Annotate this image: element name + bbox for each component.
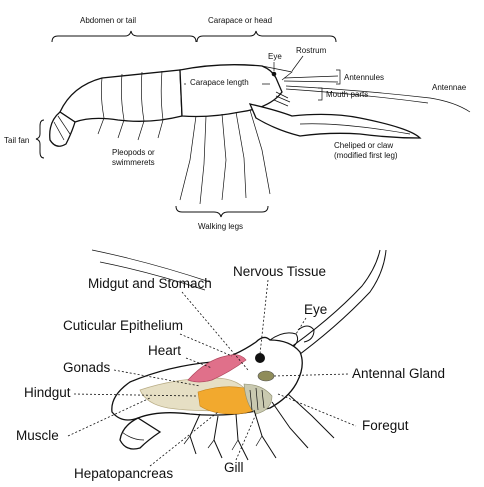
eye-dot	[272, 72, 277, 77]
label-carapace-length: Carapace length	[190, 78, 249, 87]
label-walking-legs: Walking legs	[198, 222, 243, 231]
label-cuticular-epithelium: Cuticular Epithelium	[63, 318, 183, 333]
label-gill: Gill	[224, 460, 244, 475]
label-muscle: Muscle	[16, 428, 59, 443]
label-abdomen: Abdomen or tail	[80, 16, 136, 25]
label-cheliped-2: (modified first leg)	[334, 151, 398, 160]
label-gonads: Gonads	[63, 360, 111, 375]
abdomen-outline	[60, 70, 182, 122]
label-foregut: Foregut	[362, 418, 409, 433]
cheliped-outline	[250, 104, 420, 138]
label-midgut-stomach: Midgut and Stomach	[88, 276, 212, 291]
label-carapace-head: Carapace or head	[208, 16, 272, 25]
label-hindgut: Hindgut	[24, 385, 71, 400]
label-nervous-tissue: Nervous Tissue	[233, 264, 326, 279]
label-pleopods-1: Pleopods or	[112, 148, 155, 157]
carapace-brace	[197, 31, 336, 42]
walking-legs-brace	[176, 206, 268, 217]
label-cheliped-1: Cheliped or claw	[334, 141, 393, 150]
label-mouth-parts: Mouth parts	[326, 90, 368, 99]
label-eye-internal: Eye	[304, 302, 327, 317]
tail-fan-brace	[36, 120, 44, 158]
label-rostrum: Rostrum	[296, 46, 327, 55]
tail-outline	[120, 418, 160, 449]
label-antennal-gland: Antennal Gland	[352, 366, 445, 381]
nervous-tissue-dot	[255, 353, 265, 363]
external-anatomy-diagram: Abdomen or tail Carapace or head	[4, 16, 470, 231]
label-antennules: Antennules	[344, 73, 384, 82]
label-pleopods-2: swimmerets	[112, 158, 155, 167]
label-antennae: Antennae	[432, 83, 467, 92]
label-eye: Eye	[268, 52, 282, 61]
internal-anatomy-diagram: Nervous Tissue Midgut and Stomach Eye Cu…	[16, 250, 445, 481]
label-hepatopancreas: Hepatopancreas	[74, 466, 173, 481]
abdomen-brace	[52, 31, 196, 42]
label-tail-fan: Tail fan	[4, 136, 29, 145]
antennal-gland-region	[258, 371, 274, 381]
label-heart: Heart	[148, 343, 181, 358]
